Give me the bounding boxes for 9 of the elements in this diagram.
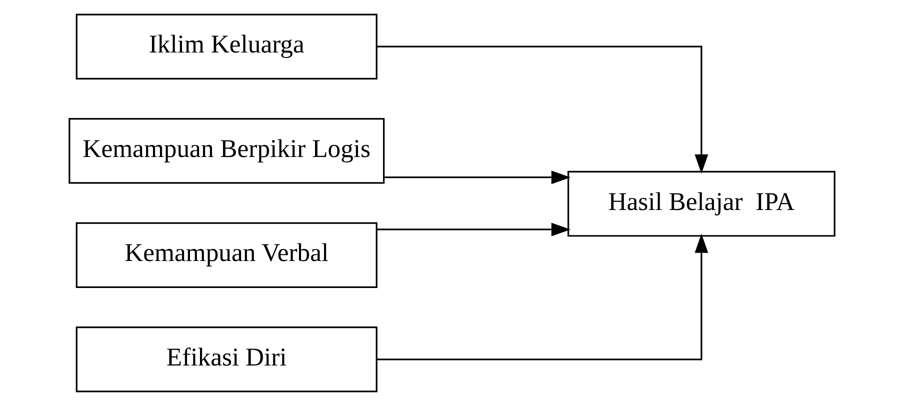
node-box: Efikasi Diri (76, 326, 378, 392)
node-box: Iklim Keluarga (76, 14, 378, 80)
node-box: Kemampuan Verbal (76, 222, 378, 288)
arrow (376, 234, 708, 360)
arrow (376, 46, 708, 174)
node-box: Hasil Belajar IPA (568, 170, 836, 237)
arrow (376, 222, 571, 236)
arrow (384, 170, 571, 184)
node-box: Kemampuan Berpikir Logis (68, 118, 385, 184)
